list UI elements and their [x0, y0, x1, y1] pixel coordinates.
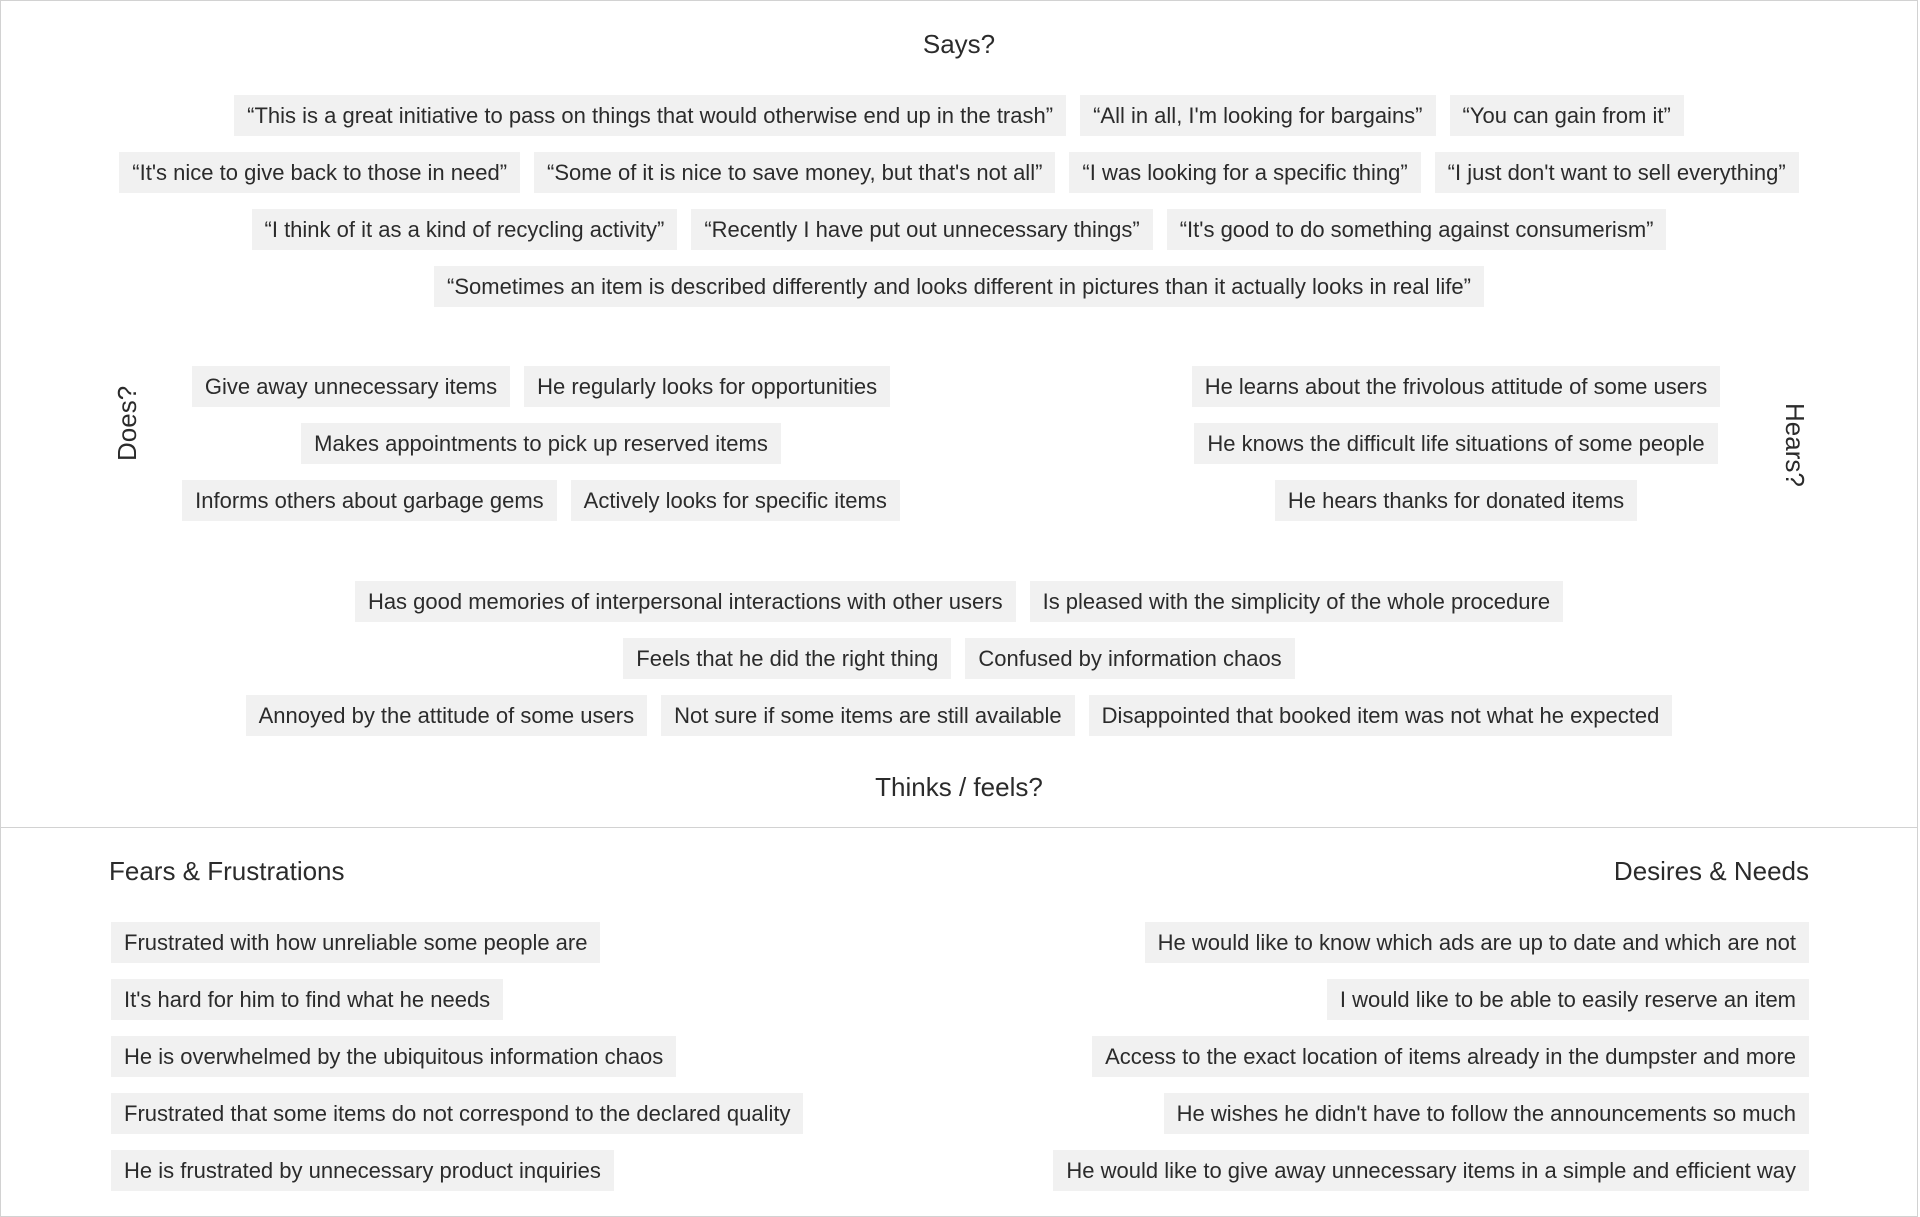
desire-item: Access to the exact location of items al… — [1092, 1036, 1809, 1077]
fear-item: Frustrated that some items do not corres… — [111, 1093, 804, 1134]
hears-item: He hears thanks for donated items — [1274, 480, 1638, 521]
fears-list: Frustrated with how unreliable some peop… — [111, 922, 804, 1191]
says-row-2: “It's nice to give back to those in need… — [1, 152, 1917, 193]
does-item: Give away unnecessary items — [191, 366, 511, 407]
says-quote: “It's nice to give back to those in need… — [119, 152, 521, 193]
thinks-item: Annoyed by the attitude of some users — [245, 695, 648, 736]
fear-item: Frustrated with how unreliable some peop… — [111, 922, 601, 963]
does-group: Give away unnecessary items He regularly… — [171, 366, 911, 521]
empathy-map-panel: Says? “This is a great initiative to pas… — [0, 0, 1918, 828]
does-item: Makes appointments to pick up reserved i… — [301, 423, 781, 464]
thinks-item: Is pleased with the simplicity of the wh… — [1029, 581, 1564, 622]
hears-group: He learns about the frivolous attitude o… — [1156, 366, 1756, 521]
thinks-item: Confused by information chaos — [965, 638, 1295, 679]
does-row-2: Makes appointments to pick up reserved i… — [301, 423, 781, 464]
says-heading: Says? — [922, 29, 996, 59]
thinks-item: Feels that he did the right thing — [623, 638, 952, 679]
thinks-heading: Thinks / feels? — [875, 772, 1043, 802]
does-row-1: Give away unnecessary items He regularly… — [191, 366, 891, 407]
says-row-3: “I think of it as a kind of recycling ac… — [1, 209, 1917, 250]
does-heading: Does? — [112, 385, 142, 461]
does-item: Informs others about garbage gems — [182, 480, 557, 521]
says-row-1: “This is a great initiative to pass on t… — [1, 95, 1917, 136]
desire-item: He would like to give away unnecessary i… — [1053, 1150, 1809, 1191]
says-quote: “I was looking for a specific thing” — [1069, 152, 1421, 193]
desires-list: He would like to know which ads are up t… — [1053, 922, 1809, 1191]
thinks-item: Not sure if some items are still availab… — [661, 695, 1075, 736]
thinks-item: Has good memories of interpersonal inter… — [354, 581, 1016, 622]
says-quote: “This is a great initiative to pass on t… — [234, 95, 1067, 136]
fears-heading: Fears & Frustrations — [109, 856, 345, 886]
says-quote: “Some of it is nice to save money, but t… — [534, 152, 1056, 193]
says-quote: “All in all, I'm looking for bargains” — [1080, 95, 1436, 136]
thinks-row-3: Annoyed by the attitude of some users No… — [1, 695, 1917, 736]
fear-item: He is overwhelmed by the ubiquitous info… — [111, 1036, 677, 1077]
says-quote: “Recently I have put out unnecessary thi… — [691, 209, 1153, 250]
desire-item: He would like to know which ads are up t… — [1144, 922, 1809, 963]
thinks-row-1: Has good memories of interpersonal inter… — [1, 581, 1917, 622]
says-row-4: “Sometimes an item is described differen… — [1, 266, 1917, 307]
does-item: Actively looks for specific items — [570, 480, 900, 521]
hears-item: He learns about the frivolous attitude o… — [1191, 366, 1721, 407]
desire-item: I would like to be able to easily reserv… — [1326, 979, 1809, 1020]
desire-item: He wishes he didn't have to follow the a… — [1163, 1093, 1809, 1134]
does-item: He regularly looks for opportunities — [524, 366, 891, 407]
thinks-item: Disappointed that booked item was not wh… — [1088, 695, 1673, 736]
desires-heading: Desires & Needs — [1613, 856, 1809, 886]
says-quote: “I think of it as a kind of recycling ac… — [251, 209, 678, 250]
fear-item: It's hard for him to find what he needs — [111, 979, 504, 1020]
says-quote: “Sometimes an item is described differen… — [434, 266, 1484, 307]
says-quote: “I just don't want to sell everything” — [1434, 152, 1799, 193]
fears-desires-panel: Fears & Frustrations Desires & Needs Fru… — [0, 827, 1918, 1217]
fear-item: He is frustrated by unnecessary product … — [111, 1150, 614, 1191]
thinks-row-2: Feels that he did the right thing Confus… — [1, 638, 1917, 679]
hears-item: He knows the difficult life situations o… — [1194, 423, 1718, 464]
hears-heading: Hears? — [1780, 403, 1810, 487]
says-quote: “It's good to do something against consu… — [1166, 209, 1667, 250]
does-row-3: Informs others about garbage gems Active… — [182, 480, 900, 521]
says-quote: “You can gain from it” — [1449, 95, 1684, 136]
